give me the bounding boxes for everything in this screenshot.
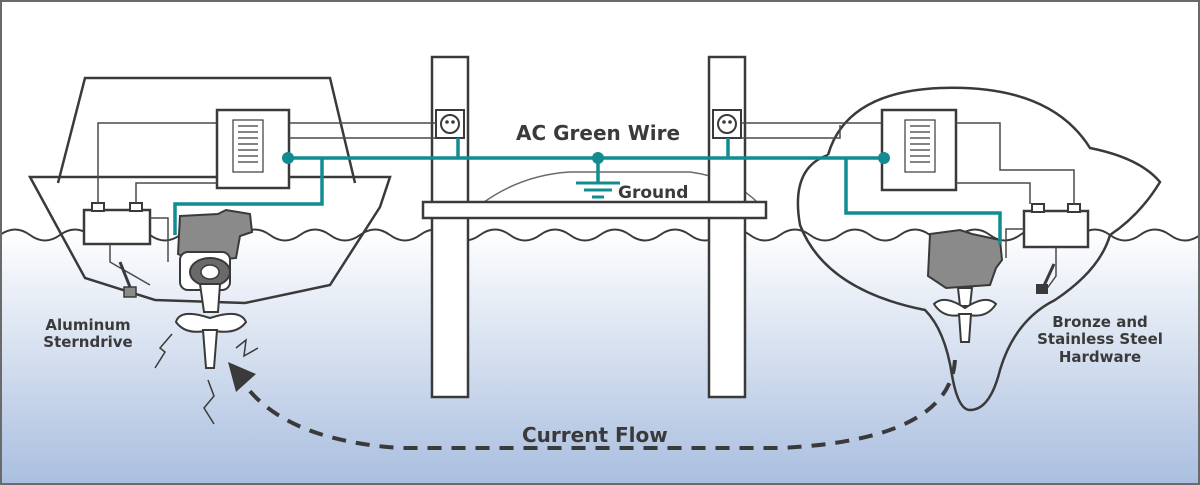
dock-piling-right	[707, 55, 747, 399]
right-boat-cabin	[826, 86, 1162, 237]
green-wire-node-right	[878, 152, 890, 164]
left-boat-cabin	[56, 76, 357, 184]
label-ground: Ground	[618, 183, 689, 203]
label-bronze-hardware: Bronze and Stainless Steel Hardware	[1030, 313, 1170, 366]
label-aluminum-sterndrive: Aluminum Sterndrive	[28, 316, 148, 352]
shore-outlet-right	[712, 109, 742, 139]
ground-symbol	[576, 181, 620, 199]
left-boat-panel	[215, 108, 291, 190]
label-bronze-line3: Hardware	[1058, 347, 1142, 366]
current-flow-arrowhead	[228, 362, 256, 392]
label-bronze-line2: Stainless Steel	[1037, 330, 1163, 349]
label-aluminum-sterndrive-line2: Sterndrive	[43, 333, 133, 352]
right-boat-engine	[926, 228, 1004, 290]
shore-outlet-left	[435, 109, 465, 139]
right-boat-battery	[1022, 203, 1090, 249]
label-aluminum-sterndrive-line1: Aluminum	[45, 316, 131, 334]
left-boat	[27, 76, 436, 425]
label-ac-green-wire: AC Green Wire	[516, 121, 681, 145]
green-wire-node-center	[592, 152, 604, 164]
right-boat	[741, 86, 1162, 412]
left-boat-hull	[27, 175, 392, 305]
current-flow-arrow	[238, 359, 957, 450]
ac-green-wire	[173, 138, 1002, 244]
aluminum-sterndrive	[174, 251, 248, 369]
bronze-propeller	[932, 287, 998, 343]
right-boat-hull	[796, 153, 1112, 412]
left-boat-battery	[82, 202, 152, 246]
label-bronze-line1: Bronze and	[1052, 313, 1148, 331]
dock-deck	[421, 200, 768, 220]
green-wire-node-left	[282, 152, 294, 164]
label-current-flow: Current Flow	[522, 423, 668, 447]
dock-piling-left	[430, 55, 470, 399]
